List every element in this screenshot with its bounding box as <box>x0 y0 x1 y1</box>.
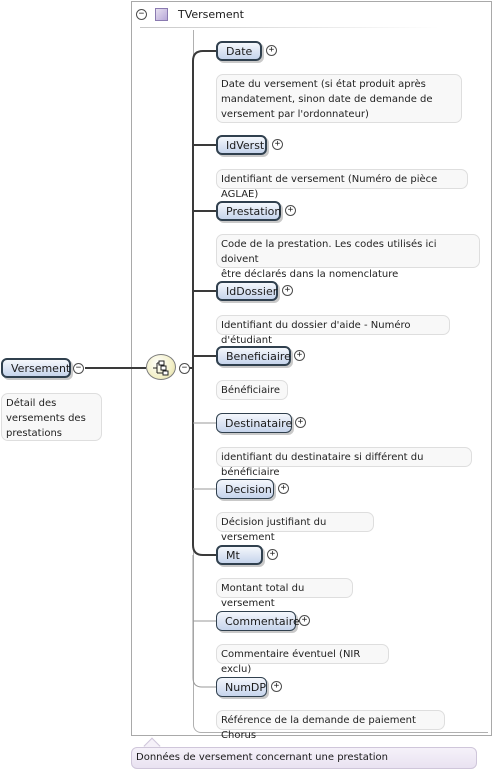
root-description-line: Détail des <box>6 398 57 409</box>
sequence-compositor[interactable] <box>146 354 176 380</box>
element-label: Mt <box>226 549 240 562</box>
expand-icon[interactable]: + <box>295 417 306 428</box>
description-line: Date du versement (si état produit après <box>221 79 426 90</box>
root-element-node[interactable]: Versement <box>1 358 71 378</box>
element-label: NumDP <box>225 681 267 694</box>
root-description-line: prestations <box>6 428 63 439</box>
root-description: Détail des versements des prestations <box>1 393 102 441</box>
element-label: Decision <box>225 483 272 496</box>
sequence-icon <box>153 360 169 376</box>
element-node-decision[interactable]: Decision <box>216 479 274 499</box>
expand-icon[interactable]: + <box>299 615 310 626</box>
element-node-mt[interactable]: Mt <box>216 545 263 565</box>
description-line: Montant total du versement <box>221 583 305 609</box>
description-line: Identifiant du dossier d'aide - Numéro d… <box>221 320 411 346</box>
root-element-label: Versement <box>11 362 71 375</box>
description-line: Bénéficiaire <box>221 385 281 396</box>
collapse-icon[interactable]: − <box>73 363 84 374</box>
element-node-commentaire[interactable]: Commentaire <box>216 611 300 631</box>
type-name: TVersement <box>178 7 244 21</box>
element-description: Code de la prestation. Les codes utilisé… <box>216 234 480 280</box>
collapse-icon[interactable]: − <box>136 8 147 20</box>
element-node-idverst[interactable]: IdVerst <box>216 135 267 155</box>
complex-type-header: − TVersement <box>132 3 244 25</box>
description-line: Identifiant de versement (Numéro de pièc… <box>221 174 438 200</box>
element-label: Prestation <box>226 205 282 218</box>
expand-icon[interactable]: + <box>272 139 283 150</box>
element-node-iddossier[interactable]: IdDossier <box>216 281 278 301</box>
element-node-numdp[interactable]: NumDP <box>216 677 267 697</box>
element-label: Beneficiaire <box>226 350 291 363</box>
element-description: Montant total du versement <box>216 578 353 609</box>
description-line: être déclarés dans la nomenclature <box>221 269 399 280</box>
expand-icon[interactable]: + <box>278 483 289 494</box>
description-line: identifiant du destinataire si différent… <box>221 452 424 478</box>
element-description: Date du versement (si état produit après… <box>216 74 462 123</box>
element-node-beneficiaire[interactable]: Beneficiaire <box>216 346 291 366</box>
description-line: Référence de la demande de paiement Chor… <box>221 715 416 741</box>
complex-type-icon <box>155 7 168 21</box>
expand-icon[interactable]: + <box>282 285 293 296</box>
element-node-prestation[interactable]: Prestation <box>216 201 281 221</box>
type-description-text: Données de versement concernant une pres… <box>136 752 388 763</box>
element-label: Commentaire <box>225 615 300 628</box>
element-description: Commentaire éventuel (NIR exclu) <box>216 644 389 675</box>
element-label: IdVerst <box>226 139 265 152</box>
description-line: Code de la prestation. Les codes utilisé… <box>221 239 437 265</box>
description-line: Commentaire éventuel (NIR exclu) <box>221 649 361 675</box>
element-description: Bénéficiaire <box>216 380 288 400</box>
expand-icon[interactable]: + <box>271 681 282 692</box>
expand-icon[interactable]: + <box>285 205 296 216</box>
header-divider <box>140 27 440 28</box>
element-label: Destinataire <box>225 417 293 430</box>
element-node-date[interactable]: Date <box>216 41 262 61</box>
element-description: Décision justifiant du versement <box>216 512 374 543</box>
collapse-icon[interactable]: − <box>179 363 190 374</box>
expand-icon[interactable]: + <box>266 45 277 56</box>
description-line: Décision justifiant du versement <box>221 517 327 543</box>
root-description-line: versements des <box>6 413 86 424</box>
element-description: Identifiant de versement (Numéro de pièc… <box>216 169 468 200</box>
type-description: Données de versement concernant une pres… <box>131 747 477 769</box>
description-line: versement par l'ordonnateur) <box>221 109 369 120</box>
element-label: IdDossier <box>226 285 278 298</box>
expand-icon[interactable]: + <box>294 350 305 361</box>
element-description: Référence de la demande de paiement Chor… <box>216 710 445 741</box>
expand-icon[interactable]: + <box>267 549 278 560</box>
description-line: mandatement, sinon date de demande de <box>221 94 433 105</box>
element-label: Date <box>226 45 253 58</box>
element-description: Identifiant du dossier d'aide - Numéro d… <box>216 315 450 346</box>
element-description: identifiant du destinataire si différent… <box>216 447 472 478</box>
element-node-destinataire[interactable]: Destinataire <box>216 413 292 433</box>
